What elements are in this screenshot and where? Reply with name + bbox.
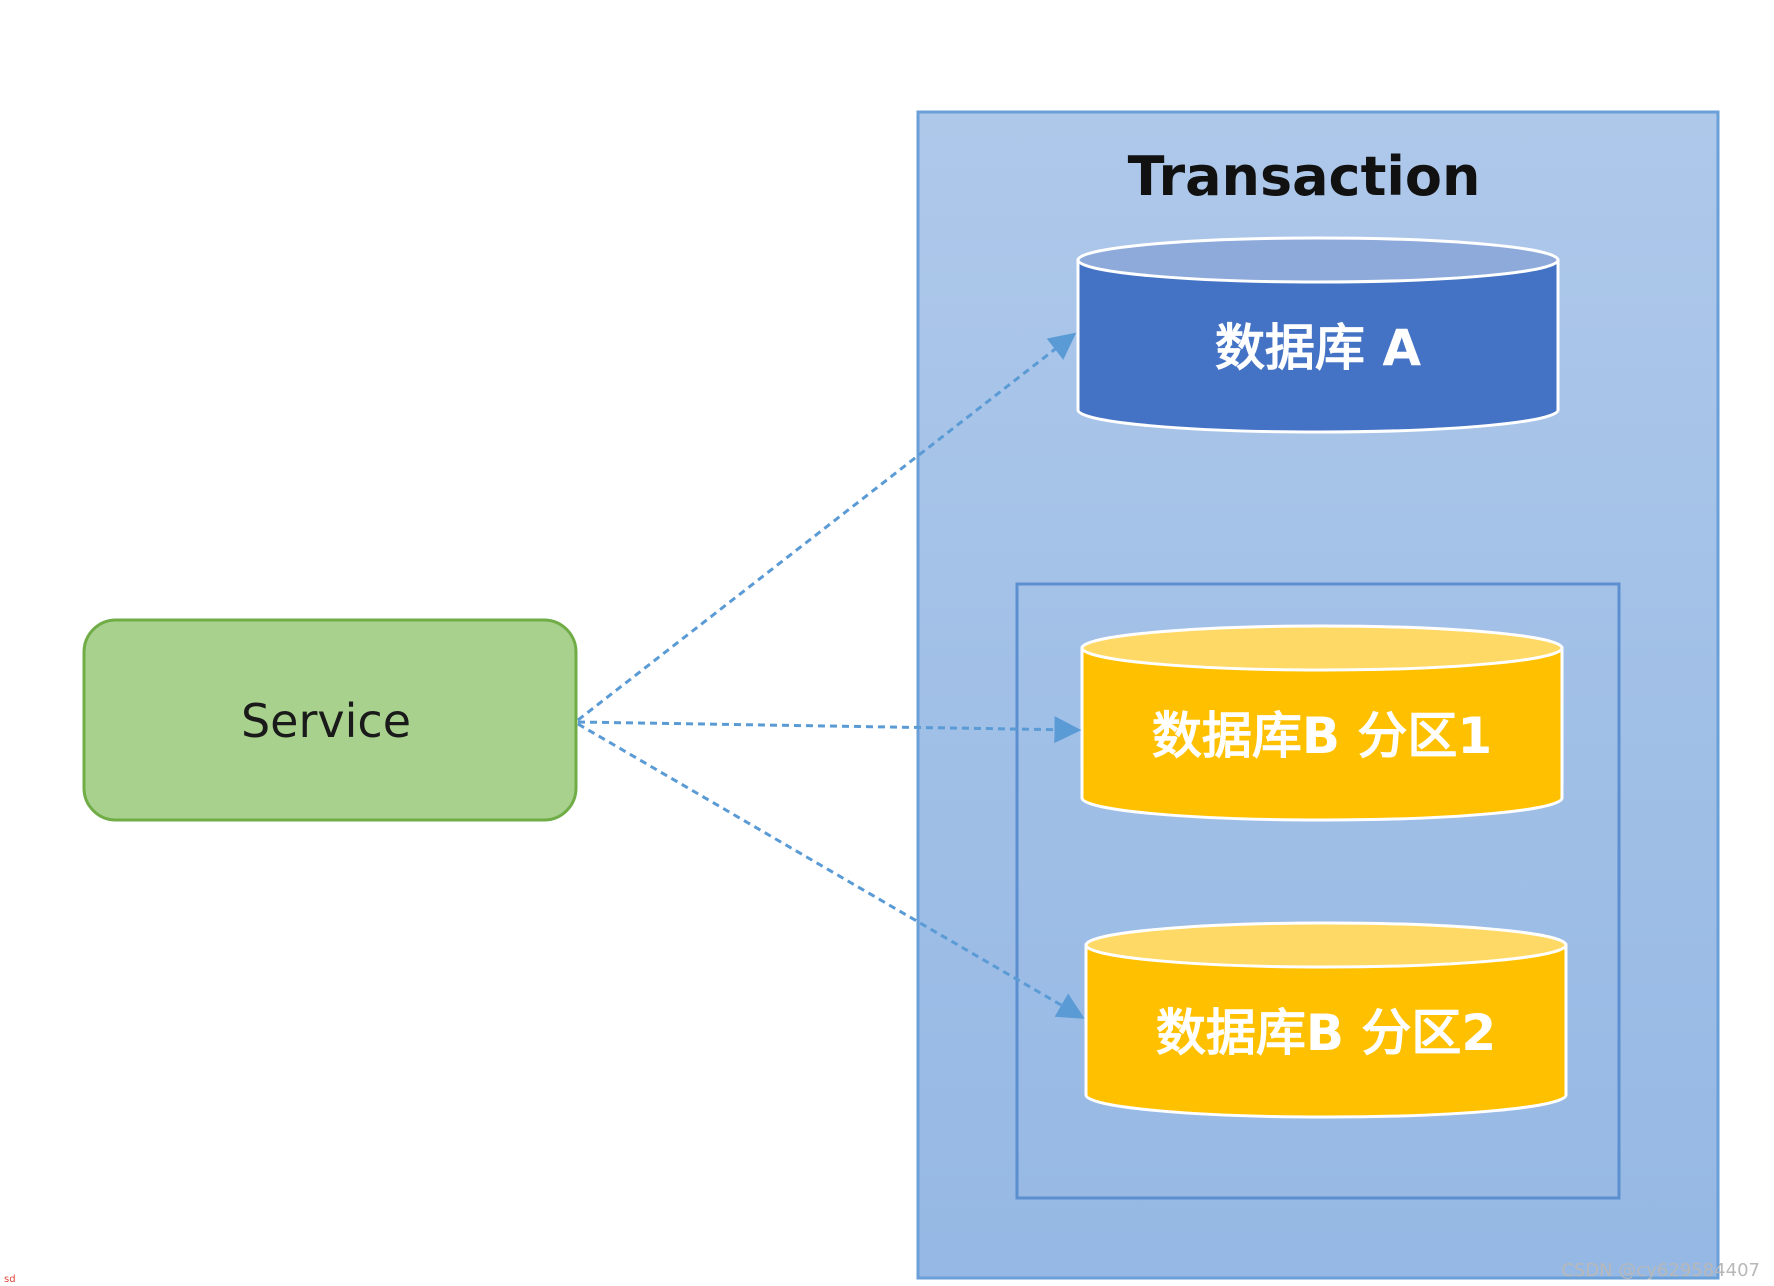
database-b-partition-1-cylinder: 数据库B 分区1: [1080, 624, 1564, 822]
database-b2-top: [1084, 921, 1568, 969]
database-a-body: [1076, 258, 1560, 434]
database-b-partition-2-cylinder: 数据库B 分区2: [1084, 921, 1568, 1119]
watermark: CSDN @cy629584407: [1561, 1260, 1760, 1281]
arrow-service-to-database-a: [577, 332, 1077, 722]
database-a-label: 数据库 A: [1215, 319, 1421, 377]
database-a-cylinder: 数据库 A: [1076, 236, 1560, 434]
database-a-top: [1076, 236, 1560, 284]
service-node: Service: [82, 618, 578, 822]
corner-mark: sd: [4, 1274, 16, 1285]
database-b1-label: 数据库B 分区1: [1152, 707, 1492, 765]
arrow-service-to-database-b2: [577, 722, 1085, 1019]
transaction-title: Transaction: [1128, 145, 1481, 208]
database-b1-top: [1080, 624, 1564, 672]
database-b-group: [1015, 582, 1621, 1200]
database-b1-body: [1080, 646, 1564, 822]
database-b2-body: [1084, 943, 1568, 1119]
database-b2-label: 数据库B 分区2: [1156, 1004, 1496, 1062]
service-label: Service: [241, 694, 411, 748]
service-box: [82, 618, 578, 822]
